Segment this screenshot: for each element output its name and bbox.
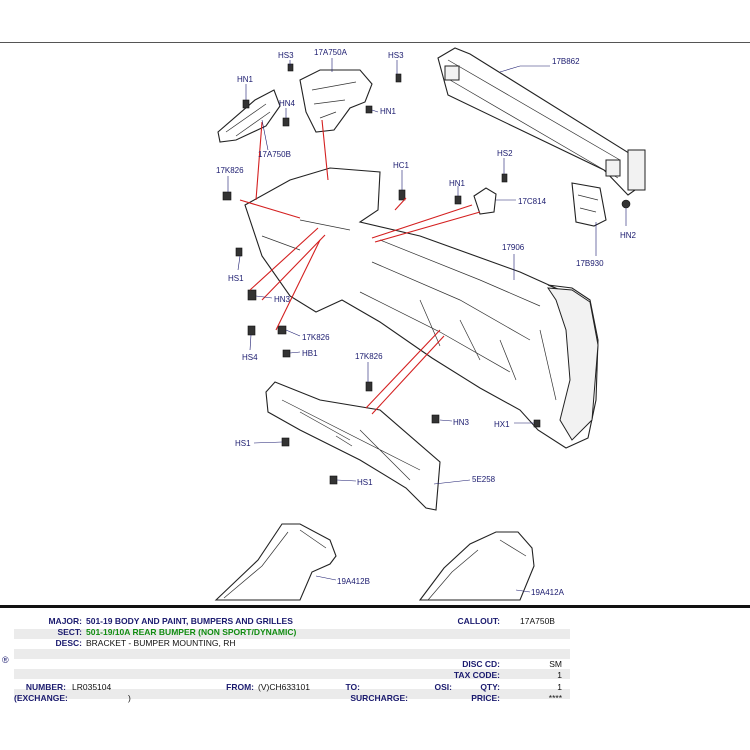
- label-hn3: HN3: [453, 418, 470, 427]
- label-hn4: HN4: [279, 99, 296, 108]
- part-17a750a-bracket[interactable]: [299, 69, 373, 133]
- from-value: (V)CH633101: [258, 682, 310, 692]
- number-label: NUMBER:: [25, 682, 66, 692]
- label-17k826: 17K826: [302, 333, 330, 342]
- label-hn1: HN1: [237, 75, 254, 84]
- label-hn2: HN2: [620, 231, 637, 240]
- exchange-value: ): [128, 693, 131, 703]
- major-label: MAJOR:: [48, 616, 82, 626]
- part-17906-bumper-cover[interactable]: [244, 167, 599, 449]
- label-hs3: HS3: [278, 51, 294, 60]
- label-hx1: HX1: [494, 420, 510, 429]
- callout-label: CALLOUT:: [457, 616, 501, 626]
- from-label: FROM:: [226, 682, 254, 692]
- part-17b930-bracket[interactable]: [571, 182, 607, 227]
- label-hb1: HB1: [302, 349, 318, 358]
- major-value: 501-19 BODY AND PAINT, BUMPERS AND GRILL…: [86, 616, 293, 626]
- part-5e258-valance[interactable]: [265, 381, 441, 511]
- header-rule: [0, 42, 750, 43]
- desc-label: DESC:: [55, 638, 82, 648]
- label-17c814: 17C814: [518, 197, 547, 206]
- part-19a412a-panel[interactable]: [418, 531, 535, 601]
- part-17c814-bracket[interactable]: [473, 187, 497, 215]
- label-hs1: HS1: [235, 439, 251, 448]
- to-label: TO:: [345, 682, 360, 692]
- part-19a412b-panel[interactable]: [214, 523, 337, 601]
- label-19a412b: 19A412B: [337, 577, 370, 586]
- number-value: LR035104: [72, 682, 112, 692]
- label-17k826: 17K826: [216, 166, 244, 175]
- label-5e258: 5E258: [472, 475, 496, 484]
- fasteners: [222, 63, 631, 485]
- row-stripe: [14, 689, 570, 699]
- label-17906: 17906: [502, 243, 525, 252]
- label-17b930: 17B930: [576, 259, 604, 268]
- qty-label: QTY:: [480, 682, 500, 692]
- surcharge-label: SURCHARGE:: [350, 693, 408, 703]
- sect-value: 501-19/10A REAR BUMPER (NON SPORT/DYNAMI…: [86, 627, 297, 637]
- label-17a750a: 17A750A: [314, 48, 348, 57]
- part-17b862-beam[interactable]: [437, 47, 646, 196]
- row-stripe: [14, 629, 570, 639]
- price-value: ****: [548, 693, 562, 703]
- label-hs3: HS3: [388, 51, 404, 60]
- exchange-label: (EXCHANGE:: [14, 693, 68, 703]
- row-stripe: [14, 649, 570, 659]
- part-17a750b-bracket[interactable]: [217, 89, 281, 143]
- label-hs1: HS1: [228, 274, 244, 283]
- label-hs1: HS1: [357, 478, 373, 487]
- row-stripe: [14, 669, 570, 679]
- label-hs2: HS2: [497, 149, 513, 158]
- sect-label: SECT:: [57, 627, 82, 637]
- label-hn3: HN3: [274, 295, 291, 304]
- disc-cd-label: DISC CD:: [462, 659, 500, 669]
- panel-divider: [0, 605, 750, 608]
- callout-labels: HS3 17A750A HS3 17B862 HN1 HN4 HN1 17A75…: [216, 48, 637, 597]
- exploded-parts-diagram: HS3 17A750A HS3 17B862 HN1 HN4 HN1 17A75…: [214, 47, 646, 601]
- tax-code-label: TAX CODE:: [453, 670, 500, 680]
- price-label: PRICE:: [471, 693, 500, 703]
- qty-value: 1: [557, 682, 562, 692]
- label-hc1: HC1: [393, 161, 410, 170]
- disc-cd-value: SM: [549, 659, 562, 669]
- osi-label: OSI:: [434, 682, 452, 692]
- part-info-panel: MAJOR: 501-19 BODY AND PAINT, BUMPERS AN…: [0, 605, 750, 750]
- label-19a412a: 19A412A: [531, 588, 565, 597]
- tax-code-value: 1: [557, 670, 562, 680]
- reference-lines: [239, 119, 481, 415]
- label-hs4: HS4: [242, 353, 258, 362]
- desc-value: BRACKET - BUMPER MOUNTING, RH: [86, 638, 236, 648]
- registered-mark: ®: [2, 655, 9, 665]
- label-17a750b: 17A750B: [258, 150, 291, 159]
- label-17k826: 17K826: [355, 352, 383, 361]
- label-hn1: HN1: [449, 179, 466, 188]
- label-17b862: 17B862: [552, 57, 580, 66]
- label-hn1: HN1: [380, 107, 397, 116]
- callout-value: 17A750B: [520, 616, 555, 626]
- leader-lines: [227, 58, 627, 593]
